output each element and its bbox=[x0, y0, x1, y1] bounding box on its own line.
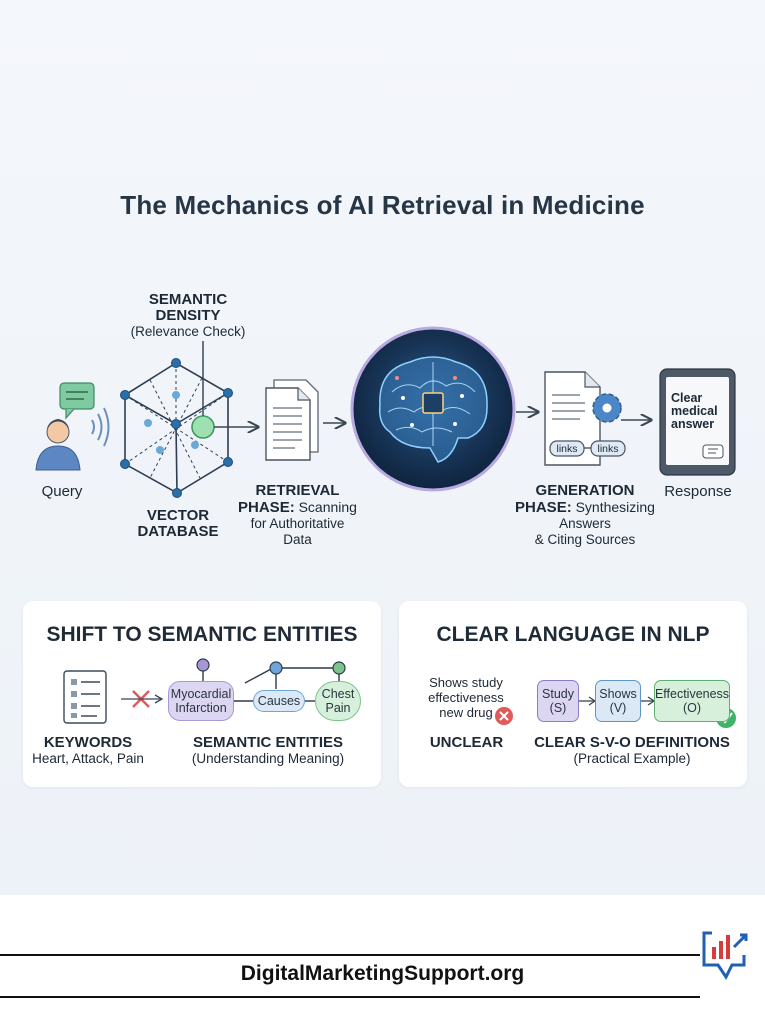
svo-object: Effectiveness (O) bbox=[654, 680, 730, 722]
svo-object-word: Effectiveness bbox=[654, 687, 730, 701]
svo-verb-word: Shows bbox=[599, 687, 637, 701]
vector-database-line1: VECTOR bbox=[146, 507, 210, 524]
entity-node-chest-pain: Chest Pain bbox=[315, 681, 361, 721]
generation-line4: & Citing Sources bbox=[534, 532, 636, 547]
footer-rule-top bbox=[0, 954, 700, 956]
gear-icon bbox=[592, 393, 622, 423]
entity-node-myocardial-line2: Infarction bbox=[175, 701, 227, 715]
generation-line2a: PHASE: bbox=[515, 499, 572, 516]
entity-node-chest-line2: Pain bbox=[325, 701, 351, 715]
unclear-line3: new drug bbox=[439, 705, 493, 720]
unclear-line1: Shows study bbox=[429, 675, 503, 690]
semantic-density-label: SEMANTIC DENSITY (Relevance Check) bbox=[118, 292, 258, 340]
tablet-screen-text: Clear medical answer bbox=[671, 392, 731, 431]
unclear-label: UNCLEAR bbox=[429, 734, 504, 751]
svo-verb: Shows (V) bbox=[595, 680, 641, 722]
svo-subject: Study (S) bbox=[537, 680, 579, 722]
tablet-line2: medical bbox=[671, 404, 718, 418]
keywords-label: KEYWORDS Heart, Attack, Pain bbox=[23, 735, 153, 767]
keywords-title: KEYWORDS bbox=[43, 734, 133, 751]
unclear-line2: effectiveness bbox=[428, 690, 504, 705]
retrieval-line2a: PHASE: bbox=[238, 499, 295, 516]
semantic-entities-graphic bbox=[63, 658, 346, 724]
semantic-entities-heading: SEMANTIC ENTITIES bbox=[192, 734, 343, 751]
entity-graph-edges bbox=[202, 667, 340, 702]
semantic-density-sub: (Relevance Check) bbox=[130, 324, 246, 339]
footer-rule-bottom bbox=[0, 996, 700, 998]
semantic-entities-title: SHIFT TO SEMANTIC ENTITIES bbox=[46, 623, 358, 646]
svo-subject-tag: (S) bbox=[549, 701, 567, 715]
tablet-line3: answer bbox=[671, 417, 715, 431]
semantic-entities-panel: SHIFT TO SEMANTIC ENTITIES bbox=[23, 601, 381, 787]
entity-node-dot-b bbox=[269, 661, 283, 675]
generation-line3: Answers bbox=[559, 516, 611, 531]
retrieval-line4: Data bbox=[283, 532, 312, 547]
chat-bubble-icon bbox=[59, 382, 95, 420]
semantic-density-line2: DENSITY bbox=[155, 307, 221, 324]
ai-brain-icon bbox=[350, 326, 516, 492]
footer-brand-text: DigitalMarketingSupport.org bbox=[240, 962, 525, 985]
unclear-sentence: Shows study effectiveness new drug bbox=[421, 675, 511, 720]
clear-language-panel: CLEAR LANGUAGE IN NLP Shows study effect… bbox=[399, 601, 747, 787]
generation-line2b: Synthesizing bbox=[571, 499, 655, 515]
clear-svo-sub: (Practical Example) bbox=[573, 751, 691, 766]
entity-node-myocardial-line1: Myocardial bbox=[170, 687, 232, 701]
tablet-icon bbox=[659, 368, 736, 476]
retrieval-flow-diagram bbox=[35, 326, 736, 498]
query-label: Query bbox=[41, 483, 83, 500]
keywords-sub: Heart, Attack, Pain bbox=[32, 751, 144, 766]
clear-svo-heading: CLEAR S-V-O DEFINITIONS bbox=[534, 734, 730, 751]
documents-icon bbox=[265, 379, 319, 461]
semantic-entities-label: SEMANTIC ENTITIES (Understanding Meaning… bbox=[173, 735, 363, 767]
retrieval-phase-label: RETRIEVAL PHASE: Scanning for Authoritat… bbox=[235, 483, 360, 548]
svo-subject-word: Study bbox=[542, 687, 574, 701]
user-icon bbox=[35, 419, 81, 471]
svo-object-tag: (O) bbox=[682, 701, 702, 715]
response-label: Response bbox=[664, 483, 732, 500]
infographic: The Mechanics of AI Retrieval in Medicin… bbox=[0, 0, 765, 895]
entity-node-myocardial: Myocardial Infarction bbox=[168, 681, 234, 721]
generation-line1: GENERATION bbox=[535, 482, 635, 499]
retrieval-line2b: Scanning bbox=[294, 499, 357, 515]
vector-database-label: VECTOR DATABASE bbox=[118, 508, 238, 540]
entity-node-chest-line1: Chest bbox=[321, 687, 355, 701]
clear-svo-label: CLEAR S-V-O DEFINITIONS (Practical Examp… bbox=[527, 735, 737, 767]
link-text-left: links bbox=[556, 443, 578, 455]
link-text-right: links bbox=[597, 443, 619, 455]
footer bbox=[0, 895, 765, 1024]
arrow-keywords-head bbox=[154, 694, 164, 704]
entity-node-causes: Causes bbox=[253, 690, 305, 712]
signal-waves-icon bbox=[91, 407, 110, 447]
retrieval-line1: RETRIEVAL bbox=[255, 482, 340, 499]
tablet-line1: Clear bbox=[671, 391, 703, 405]
vector-database-cube-icon bbox=[120, 358, 233, 498]
retrieval-line3: for Authoritative bbox=[250, 516, 345, 531]
brand-logo-icon bbox=[702, 931, 748, 980]
generation-phase-label: GENERATION PHASE: Synthesizing Answers &… bbox=[510, 483, 660, 548]
semantic-entities-sub: (Understanding Meaning) bbox=[191, 751, 345, 766]
semantic-density-line1: SEMANTIC bbox=[148, 291, 228, 308]
clear-language-title: CLEAR LANGUAGE IN NLP bbox=[436, 623, 710, 646]
svo-verb-tag: (V) bbox=[609, 701, 627, 715]
page-title: The Mechanics of AI Retrieval in Medicin… bbox=[120, 190, 645, 220]
vector-database-line2: DATABASE bbox=[137, 523, 219, 540]
error-x-icon bbox=[495, 707, 513, 725]
entity-node-dot-c bbox=[332, 661, 346, 675]
entity-node-dot-a bbox=[196, 658, 210, 672]
keyword-list-icon bbox=[63, 670, 107, 724]
